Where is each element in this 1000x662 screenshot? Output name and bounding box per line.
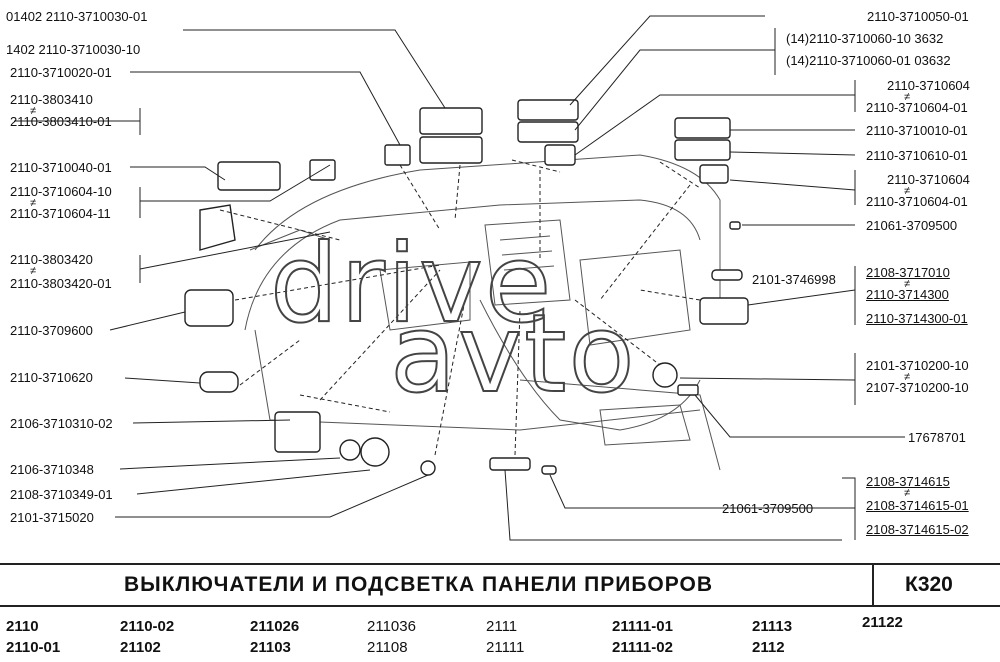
part-label-right: (14)2110-3710060-10 3632	[786, 31, 944, 46]
title-divider	[872, 565, 874, 605]
part-label-right: 2108-3717010	[866, 265, 950, 280]
not-equal-symbol: ≠	[30, 105, 37, 117]
part-label-right: (14)2110-3710060-01 03632	[786, 53, 951, 68]
model-code: 21103	[250, 639, 291, 656]
part-label-right: 2110-3714300-01	[866, 311, 968, 326]
part-label-right: 2101-3746998	[752, 272, 836, 287]
title-bar: ВЫКЛЮЧАТЕЛИ И ПОДСВЕТКА ПАНЕЛИ ПРИБОРОВ …	[0, 563, 1000, 607]
part-label-right: 2110-3710604	[887, 78, 970, 93]
page-title: ВЫКЛЮЧАТЕЛИ И ПОДСВЕТКА ПАНЕЛИ ПРИБОРОВ	[124, 573, 713, 596]
not-equal-symbol: ≠	[904, 371, 911, 383]
part-label-right: 2101-3710200-10	[866, 358, 969, 373]
part-label-left: 2101-3715020	[10, 510, 94, 525]
model-code: 211026	[250, 618, 300, 635]
part-label-right: 21061-3709500	[866, 218, 958, 233]
not-equal-symbol: ≠	[904, 91, 911, 103]
part-label-left: 2110-3803410-01	[10, 114, 112, 129]
model-code: 2110-01	[6, 639, 61, 656]
watermark-text-2: avto	[389, 292, 637, 417]
model-code: 21122	[862, 614, 903, 631]
part-label-right: 21061-3709500	[722, 501, 814, 516]
part-label-right: 2110-3714300	[866, 287, 949, 302]
part-label-right: 2110-3710604-01	[866, 100, 968, 115]
model-code: 2111	[486, 618, 518, 635]
model-code: 21111-02	[612, 639, 673, 656]
part-label-left: 2110-3803420-01	[10, 276, 112, 291]
part-label-left: 2106-3710310-02	[10, 416, 113, 431]
part-label-left: 2110-3710040-01	[10, 160, 112, 175]
part-label-left: 2108-3710349-01	[10, 487, 113, 502]
part-label-right: 2110-3710610-01	[866, 148, 968, 163]
part-label-left: 2106-3710348	[10, 462, 94, 477]
switch-parts	[184, 99, 749, 476]
part-label-left: 2110-3710604-10	[10, 184, 112, 199]
model-code: 2110-02	[120, 618, 175, 635]
part-label-left: 2110-3709600	[10, 323, 93, 338]
part-label-right: 2110-3710604	[887, 172, 970, 187]
part-label-left: 2110-3710020-01	[10, 65, 112, 80]
model-code: 21113	[752, 618, 793, 635]
model-code: 21108	[367, 639, 408, 656]
model-code: 2110	[6, 618, 39, 635]
part-label-left: 2110-3710620	[10, 370, 93, 385]
model-code: 21111	[486, 639, 525, 656]
part-label-left: 2110-3803420	[10, 252, 93, 267]
part-label-right: 2108-3714615	[866, 474, 950, 489]
leader-lines	[14, 15, 905, 541]
not-equal-symbol: ≠	[904, 487, 911, 499]
not-equal-symbol: ≠	[904, 278, 911, 290]
part-label-right: 2108-3714615-01	[866, 498, 969, 513]
model-code: 211036	[367, 618, 416, 635]
part-label-left: 1402 2110-3710030-10	[6, 42, 141, 57]
dashed-guides	[219, 159, 701, 456]
part-label-left: 01402 2110-3710030-01	[6, 9, 148, 24]
not-equal-symbol: ≠	[904, 185, 911, 197]
not-equal-symbol: ≠	[30, 265, 37, 277]
watermark-text: drive	[269, 222, 554, 347]
part-label-right: 2110-3710010-01	[866, 123, 968, 138]
part-label-right: 2108-3714615-02	[866, 522, 969, 537]
model-code: 21102	[120, 639, 161, 656]
part-label-right: 17678701	[908, 430, 966, 445]
part-label-left: 2110-3803410	[10, 92, 93, 107]
part-label-right: 2110-3710050-01	[867, 9, 969, 24]
model-code: 21111-01	[612, 618, 673, 635]
not-equal-symbol: ≠	[30, 197, 37, 209]
dashboard-drawing	[14, 15, 905, 541]
part-label-right: 2110-3710604-01	[866, 194, 968, 209]
diagram-code: К320	[905, 573, 953, 596]
model-code: 2112	[752, 639, 785, 656]
part-label-left: 2110-3710604-11	[10, 206, 111, 221]
part-label-right: 2107-3710200-10	[866, 380, 969, 395]
